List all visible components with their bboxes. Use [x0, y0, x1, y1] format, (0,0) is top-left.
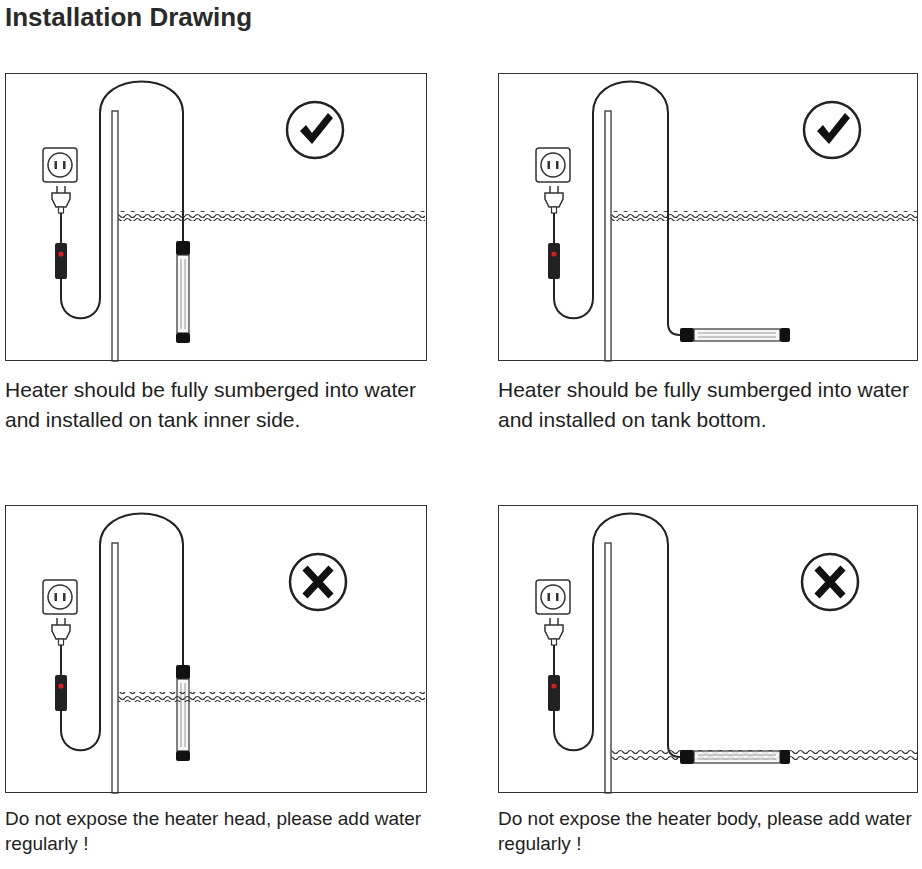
panel: Heater should be fully sumberged into wa… [498, 73, 918, 435]
power-cord [554, 82, 680, 336]
water-line [611, 211, 917, 221]
panel: Heater should be fully sumberged into wa… [5, 73, 427, 435]
panel-4-art [536, 514, 917, 794]
panel-1-art [43, 82, 425, 362]
power-cord [554, 514, 680, 758]
panel-caption: Heater should be fully sumberged into wa… [5, 375, 427, 435]
panel-2-art [536, 82, 917, 362]
power-cord [61, 514, 183, 751]
page-title: Installation Drawing [5, 2, 252, 33]
outlet-plug-switch [43, 148, 77, 279]
water-line [118, 211, 425, 221]
panel: Do not expose the heater body, please ad… [498, 505, 918, 867]
check-symbol [287, 102, 343, 158]
tank-wall [112, 543, 118, 793]
power-cord [61, 82, 183, 319]
panel-frame [5, 73, 427, 361]
tank-wall [112, 111, 118, 361]
tank-wall [605, 111, 611, 361]
panel-frame [498, 73, 918, 361]
check-symbol [804, 102, 860, 158]
heater [680, 328, 790, 342]
panel-caption: Do not expose the heater head, please ad… [5, 807, 427, 856]
panel: Do not expose the heater head, please ad… [5, 505, 427, 867]
heater [176, 665, 190, 761]
cross-symbol [802, 554, 858, 610]
panel-caption: Heater should be fully sumberged into wa… [498, 375, 918, 435]
panel-frame [498, 505, 918, 793]
panel-caption: Do not expose the heater body, please ad… [498, 807, 918, 856]
heater [176, 241, 190, 343]
outlet-plug-switch [536, 148, 570, 279]
cross-symbol [290, 554, 346, 610]
outlet-plug-switch [43, 580, 77, 711]
outlet-plug-switch [536, 580, 570, 711]
water-line [118, 692, 425, 702]
heater [680, 750, 790, 764]
panel-3-art [43, 514, 425, 794]
tank-wall [605, 543, 611, 793]
panel-frame [5, 505, 427, 793]
